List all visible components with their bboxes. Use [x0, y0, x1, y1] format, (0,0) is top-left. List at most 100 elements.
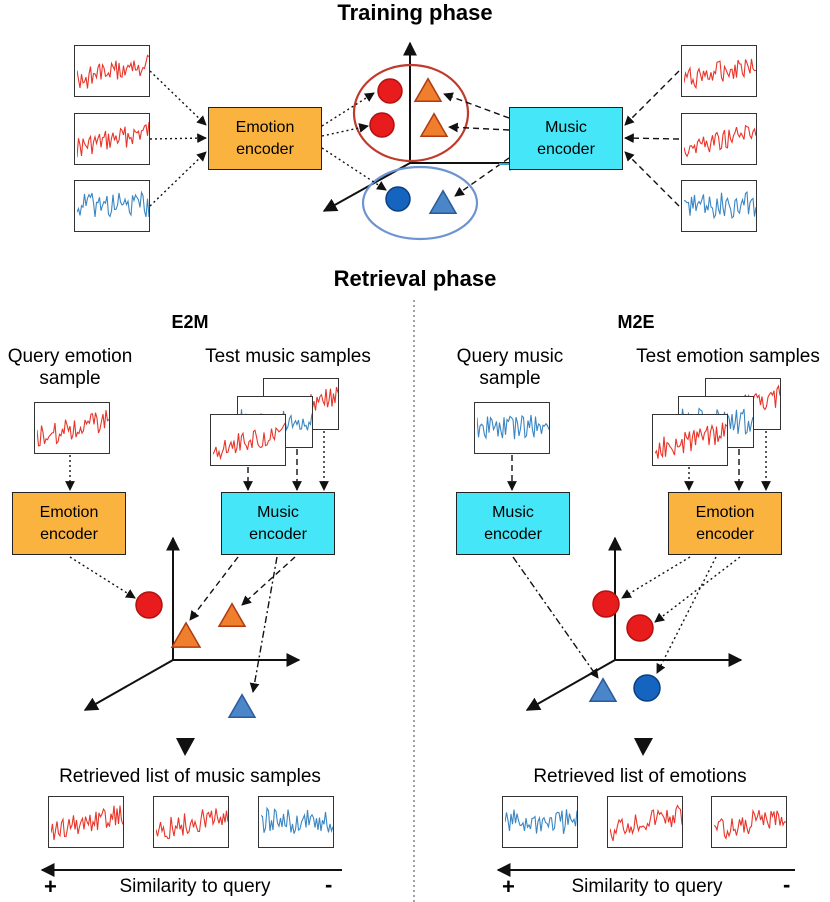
training-music-signal-1-waveform [684, 58, 756, 90]
m2e-down-arrow-icon [634, 738, 653, 756]
training-emo-out-3 [321, 147, 387, 191]
e2m-query-signal-waveform [37, 410, 109, 447]
m2e-retrieved-1-trace [505, 809, 577, 835]
m2e-encoder-to-circle-2 [654, 556, 741, 623]
m2e-test-signal-1-trace [655, 422, 727, 459]
training-emotion-encoder-label: Emotion encoder [235, 118, 295, 158]
e2m-retrieved-1-trace [51, 805, 123, 841]
e2m-query-signal-trace [37, 410, 109, 447]
e2m-test-signal-1 [210, 414, 286, 466]
e2m-plus: + [44, 874, 57, 899]
e2m-retrieved-1-waveform [51, 805, 123, 841]
training-emo-in-1 [149, 70, 207, 126]
e2m-test-signal-1-trace [213, 422, 285, 461]
training-music-signal-2-waveform [684, 124, 756, 158]
e2m-retrieved-3 [258, 796, 334, 848]
e2m-music-encoder: Music encoder [221, 492, 335, 555]
e2m-axis-z [83, 659, 174, 711]
m2e-test-label: Test emotion samples [636, 346, 820, 367]
training-cluster-emotion-ellipse [352, 63, 470, 163]
m2e-music-circle [633, 674, 661, 702]
m2e-test-signal-1-waveform [655, 422, 727, 459]
e2m-retrieved-3-waveform [261, 806, 333, 834]
training-emotion-signal-1-waveform [77, 54, 149, 89]
m2e-test-signal-1 [652, 414, 728, 466]
training-emo-in-2 [149, 133, 207, 144]
m2e-encoder-to-circle-1 [621, 556, 691, 599]
training-emotion-encoder: Emotion encoder [208, 107, 322, 170]
m2e-retrieved-1-waveform [505, 809, 577, 835]
training-music-signal-2 [681, 113, 757, 165]
e2m-down-arrow-icon [176, 738, 195, 756]
training-emotion-signal-3 [74, 180, 150, 232]
training-music-signal-3 [681, 180, 757, 232]
e2m-similarity-label: Similarity to query [119, 876, 271, 897]
training-mus-out-2 [448, 122, 510, 133]
training-music-signal-2-trace [684, 124, 756, 158]
m2e-music-encoder: Music encoder [456, 492, 570, 555]
training-emotion-signal-2-trace [77, 121, 149, 158]
m2e-minus: - [783, 872, 791, 897]
training-music-signal-1 [681, 45, 757, 97]
training-emotion-triangle-1 [413, 77, 443, 103]
m2e-query-signal-waveform [477, 414, 549, 440]
e2m-retrieved-2 [153, 796, 229, 848]
training-emotion-signal-3-waveform [77, 190, 149, 218]
m2e-retrieved-1 [502, 796, 578, 848]
training-emotion-circle-2 [369, 112, 395, 138]
m2e-retrieved-2-waveform [610, 804, 682, 842]
training-mus-in-3 [624, 151, 680, 207]
e2m-encoder-to-tri-3 [249, 556, 278, 693]
m2e-retrieved-2-trace [610, 804, 682, 842]
e2m-retrieved-2-trace [156, 808, 228, 840]
m2e-axis-z [525, 659, 616, 711]
training-emotion-signal-1-trace [77, 54, 149, 89]
e2m-music-triangle [227, 693, 257, 719]
training-emo-out-1 [321, 92, 375, 127]
e2m-query-label: Query emotion sample [7, 346, 133, 389]
training-music-signal-3-waveform [684, 190, 756, 220]
training-music-circle [385, 186, 411, 212]
training-music-encoder: Music encoder [509, 107, 623, 170]
e2m-triangle-2 [217, 602, 247, 628]
training-music-signal-3-trace [684, 190, 756, 220]
e2m-test-label: Test music samples [205, 346, 371, 367]
m2e-emotion-circle-2 [626, 614, 654, 642]
m2e-retrieved-2 [607, 796, 683, 848]
m2e-query-triangle [588, 677, 618, 703]
m2e-query-label: Query music sample [456, 346, 564, 389]
m2e-retrieved-3-waveform [714, 808, 786, 840]
training-emotion-signal-1 [74, 45, 150, 97]
m2e-retrieved-3 [711, 796, 787, 848]
training-cluster-music-ellipse [361, 165, 479, 241]
training-emotion-triangle-2 [419, 112, 449, 138]
training-emotion-signal-3-trace [77, 190, 149, 218]
training-emo-in-3 [149, 151, 207, 207]
e2m-music-encoder-label: Music encoder [249, 503, 307, 543]
e2m-retrieved-2-waveform [156, 808, 228, 840]
m2e-music-encoder-label: Music encoder [484, 503, 542, 543]
m2e-query-signal [474, 402, 550, 454]
training-emotion-circle-1 [377, 78, 403, 104]
e2m-title: E2M [171, 312, 209, 332]
m2e-similarity-label: Similarity to query [571, 876, 723, 897]
m2e-retrieved-3-trace [714, 808, 786, 840]
training-emotion-signal-2 [74, 113, 150, 165]
e2m-retrieved-1 [48, 796, 124, 848]
training-emotion-signal-2-waveform [77, 121, 149, 158]
e2m-encoder-to-tri-1 [189, 556, 239, 621]
e2m-emotion-encoder: Emotion encoder [12, 492, 126, 555]
training-music-encoder-label: Music encoder [537, 118, 595, 158]
training-music-triangle [428, 189, 458, 215]
e2m-test-signal-1-waveform [213, 422, 285, 461]
retrieval-phase-title: Retrieval phase [333, 266, 497, 291]
e2m-retrieved-3-trace [261, 806, 333, 834]
e2m-retrieved-label: Retrieved list of music samples [59, 766, 321, 787]
e2m-query-circle [135, 591, 163, 619]
m2e-emotion-encoder-label: Emotion encoder [695, 503, 755, 543]
m2e-query-signal-trace [477, 414, 549, 440]
e2m-encoder-to-tri-2 [241, 556, 296, 606]
m2e-encoder-to-circle-3 [656, 556, 717, 674]
